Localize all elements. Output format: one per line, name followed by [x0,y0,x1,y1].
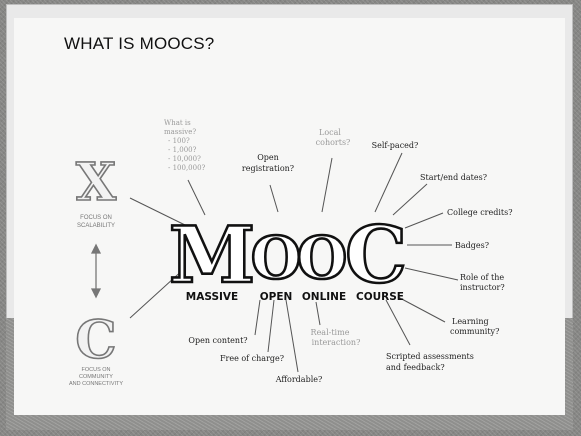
word-open: OPEN [260,291,293,303]
x-caption-line1: FOCUS ON [80,215,112,221]
massive-question-line: - 10,000? [168,155,201,163]
label-affordable: Affordable? [275,375,323,384]
connector-scripted [385,299,411,346]
label-free-of-charge: Free of charge? [220,354,284,363]
real-time-label: Real-time interaction? [311,328,361,347]
massive-question-line: - 100,000? [168,164,206,172]
c-caption-line3: AND CONNECTIVITY [69,381,123,387]
label-role-instructor: Role of the [460,273,504,282]
word-online: ONLINE [302,291,346,303]
connector-c [129,267,186,319]
word-course: COURSE [356,291,404,303]
connector-x [129,197,186,226]
label-open-content: Open content? [188,336,247,345]
massive-question: What is massive? - 100? - 1,000? - 10,00… [164,119,206,172]
mooc-letters: M O O C [168,209,409,303]
c-caption-line2: COMMUNITY [79,374,113,380]
label-open-registration: Open [257,153,279,162]
label-learning-community: Learning [452,317,489,326]
mooc-letter-o2: O [297,224,348,292]
connector-free [267,299,275,353]
x-caption-line2: SCALABILITY [77,223,115,229]
bottom-labels: Open content? Free of charge? Affordable… [188,336,322,384]
connector-local [321,157,333,213]
connector-realtime [315,301,321,326]
label-scripted-assessments: and feedback? [386,363,445,372]
c-caption-line1: FOCUS ON [81,367,110,373]
top-labels: Open registration? Self-paced? [242,141,418,173]
label-self-paced: Self-paced? [372,141,419,150]
massive-question-line: massive? [164,128,196,136]
local-cohorts-label: Local cohorts? [316,128,351,147]
word-massive: MASSIVE [186,291,238,303]
label-badges: Badges? [455,241,489,250]
mooc-letter-c: C [345,210,407,301]
massive-question-line: - 1,000? [168,146,197,154]
label-open-registration: registration? [242,164,294,173]
mooc-letter-o1: O [251,224,302,292]
label-role-instructor: instructor? [460,283,505,292]
label-local-cohorts: cohorts? [316,138,351,147]
c-letter: C [75,310,116,371]
connector-start-end [392,183,428,216]
x-letter: X [76,152,117,213]
connector-open-reg [269,184,279,213]
label-college-credits: College credits? [447,208,513,217]
slide-title: WHAT IS MOOCS? [64,34,215,53]
right-labels: Start/end dates? College credits? Badges… [386,173,513,372]
label-scripted-assessments: Scripted assessments [386,352,474,361]
label-learning-community: community? [450,327,499,336]
label-start-end-dates: Start/end dates? [420,173,487,182]
double-arrow-icon [90,243,102,299]
label-local-cohorts: Local [319,128,341,137]
massive-question-line: What is [164,119,191,127]
connector-lines [129,152,459,373]
connector-massive-q [187,179,206,216]
connector-affordable [285,299,299,373]
mooc-words: MASSIVE OPEN ONLINE COURSE [186,291,404,303]
connector-credits [404,212,444,229]
connector-self-paced [374,152,403,213]
slide [6,4,573,430]
massive-question-line: - 100? [168,137,190,145]
connector-community [397,296,446,323]
connector-open-content [254,299,261,336]
label-real-time: Real-time [311,328,350,337]
mooc-letter-m: M [169,210,255,301]
label-real-time: interaction? [312,338,361,347]
connector-role [404,267,459,281]
slide-content-area [14,18,565,415]
